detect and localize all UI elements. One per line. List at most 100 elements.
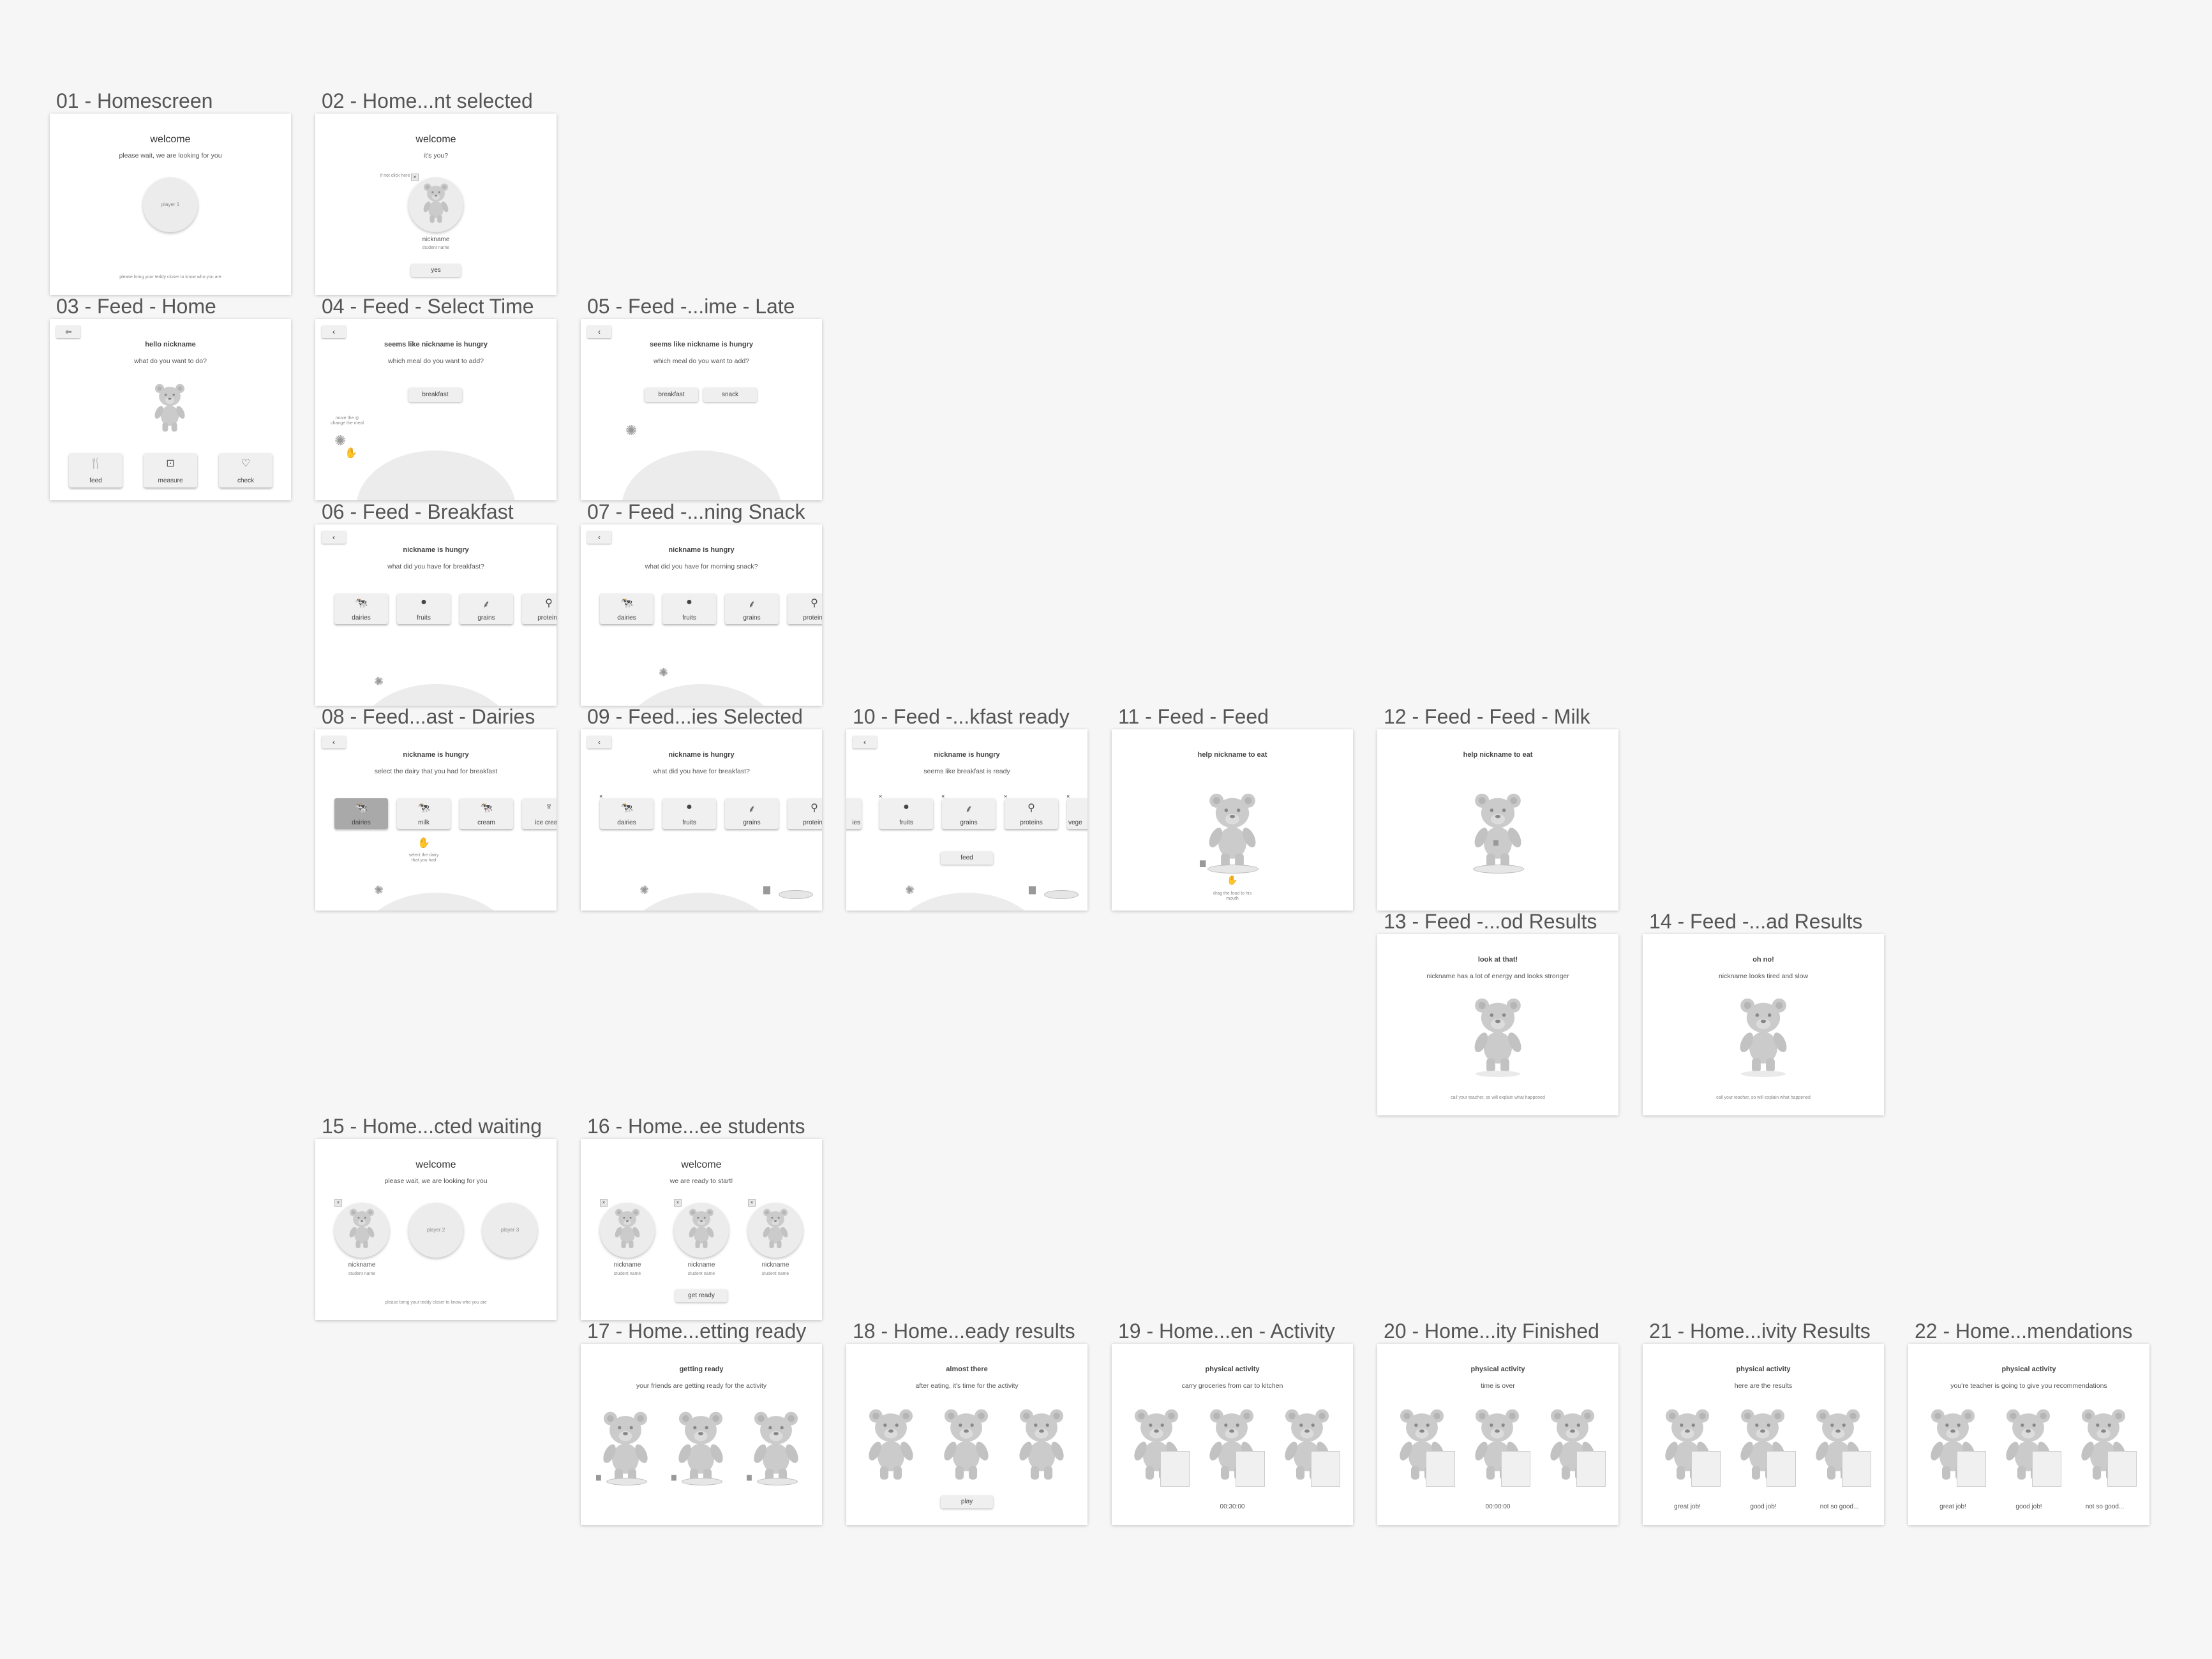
snack-button[interactable]: snack [703,388,757,402]
close-icon[interactable]: × [879,793,883,800]
artboard-12-feed-feed-milk[interactable]: 12 - Feed - Feed - Milk help nickname to… [1377,705,1618,911]
close-icon[interactable]: × [674,1199,682,1207]
artboard-11-feed-feed[interactable]: 11 - Feed - Feed help nickname to eat ▆ … [1112,705,1353,911]
artboard-04-feed-select-time[interactable]: 04 - Feed - Select Time ‹ seems like nic… [315,295,557,500]
category-dairies[interactable]: ×🐄dairies [599,793,654,829]
artboard-13-feed-good-results[interactable]: 13 - Feed -...od Results look at that! n… [1377,910,1618,1115]
sun-icon[interactable]: ✺ [374,884,384,896]
back-button[interactable]: ‹ [322,325,346,338]
bear-icon [687,1209,715,1249]
artboard-title: 05 - Feed -...ime - Late [587,295,795,318]
category-dairies-selected[interactable]: 🐄dairies [334,798,388,829]
artboard-17-home-getting-ready[interactable]: 17 - Home...etting ready getting ready y… [581,1320,822,1525]
artboard-03-feed-home[interactable]: 03 - Feed - Home ⇦ hello nickname what d… [50,295,291,500]
screen-subheading: what did you have for breakfast? [653,768,750,775]
select-hint: select the dairy that you had [408,853,439,863]
back-button[interactable]: ‹ [322,531,346,544]
category-grains[interactable]: ×⸙grains [941,793,996,829]
artboard-14-feed-bad-results[interactable]: 14 - Feed -...ad Results oh no! nickname… [1643,910,1884,1115]
artboard-05-feed-select-time-late[interactable]: 05 - Feed -...ime - Late ‹ seems like ni… [581,295,822,500]
screen-subheading: which meal do you want to add? [387,357,484,365]
artboard-10-feed-breakfast-ready[interactable]: 10 - Feed -...kfast ready ‹ nickname is … [846,705,1087,911]
screen-heading: help nickname to eat [1197,751,1267,759]
artboard-07-feed-morning-snack[interactable]: 07 - Feed -...ning Snack ‹ nickname is h… [581,500,822,706]
category-dairies[interactable]: 🐄dairies [600,593,654,624]
category-grains[interactable]: ⸙grains [725,593,779,624]
back-button[interactable]: ‹ [587,736,611,748]
category-grains[interactable]: ⸙grains [725,798,779,829]
feed-button[interactable]: 🍴 feed [69,453,123,487]
measure-button[interactable]: ⊡ measure [144,453,197,487]
category-proteins[interactable]: ×⚲proteins [1004,793,1058,829]
artboard-title: 17 - Home...etting ready [587,1320,807,1343]
play-button[interactable]: play [941,1496,993,1508]
category-proteins[interactable]: ⚲proteins [788,798,822,829]
category-fruits[interactable]: ●fruits [662,798,716,829]
artboard-02-home-student-selected[interactable]: 02 - Home...nt selected welcome it's you… [315,89,557,295]
artboard-06-feed-breakfast[interactable]: 06 - Feed - Breakfast ‹ nickname is hung… [315,500,557,706]
artboard-16-home-three-students[interactable]: 16 - Home...ee students welcome we are r… [581,1115,822,1320]
category-proteins[interactable]: ⚲proteins [522,593,557,624]
artboard-19-home-activity[interactable]: 19 - Home...en - Activity physical activ… [1112,1320,1353,1525]
get-ready-button[interactable]: get ready [675,1290,728,1302]
artboard-09-feed-dairies-selected[interactable]: 09 - Feed...ies Selected ‹ nickname is h… [581,705,822,911]
cow-icon: 🐄 [480,803,493,814]
category-fruits[interactable]: ●fruits [662,593,716,624]
close-icon[interactable]: × [941,793,945,800]
hand-pointer-icon: ✋ [417,838,430,849]
artboard-22-home-recommendations[interactable]: 22 - Home...mendations physical activity… [1908,1320,2149,1525]
grocery-bag-icon [1767,1451,1796,1487]
category-dairies[interactable]: 🐄dairies [334,593,388,624]
artboard-title: 18 - Home...eady results [853,1320,1075,1343]
sun-icon[interactable]: ✺ [374,675,384,688]
artboard-01-homescreen[interactable]: 01 - Homescreen welcome please wait, we … [50,89,291,295]
artboard-20-home-activity-finished[interactable]: 20 - Home...ity Finished physical activi… [1377,1320,1618,1525]
category-fruits[interactable]: ×●fruits [879,793,933,829]
screen-subheading: nickname has a lot of energy and looks s… [1426,972,1569,980]
artboard-18-home-ready-results[interactable]: 18 - Home...eady results almost there af… [846,1320,1087,1525]
milk-cup-icon[interactable]: ▆ [1493,839,1498,846]
breakfast-button[interactable]: breakfast [645,388,698,402]
logout-button[interactable]: ⇦ [56,325,80,338]
close-icon[interactable]: × [1004,793,1008,800]
category-grains[interactable]: ⸙grains [460,593,513,624]
category-fruits[interactable]: ●fruits [397,593,451,624]
dairy-ice-cream[interactable]: ♆ice cream [522,798,557,829]
close-icon[interactable]: × [748,1199,756,1207]
close-icon[interactable]: × [599,793,603,800]
category-vegetables[interactable]: ×⌁vege [1066,793,1087,829]
sun-icon[interactable]: ✺ [334,433,347,449]
dairy-milk[interactable]: 🐄milk [397,798,451,829]
close-icon[interactable]: × [1066,793,1070,800]
category-dairies[interactable]: 🐄ies [846,798,862,829]
close-icon[interactable]: × [334,1199,342,1207]
check-button[interactable]: ♡ check [219,453,273,487]
artboard-title: 03 - Feed - Home [56,295,216,318]
artboard-title: 01 - Homescreen [56,89,213,112]
yes-button[interactable]: yes [411,264,461,277]
close-icon[interactable]: × [411,174,419,181]
back-button[interactable]: ‹ [587,531,611,544]
sun-icon[interactable]: ✺ [659,666,669,679]
category-label: ice cream [535,819,557,826]
screen-subheading: please wait, we are looking for you [384,1177,488,1185]
breakfast-button[interactable]: breakfast [408,388,462,402]
back-button[interactable]: ‹ [853,736,877,748]
artboard-21-home-activity-results[interactable]: 21 - Home...ivity Results physical activ… [1643,1320,1884,1525]
close-icon[interactable]: × [600,1199,608,1207]
feed-button[interactable]: feed [941,852,993,865]
dairy-cream[interactable]: 🐄cream [460,798,513,829]
feed-label: feed [89,477,102,484]
category-proteins[interactable]: ⚲proteins [788,593,822,624]
back-button[interactable]: ‹ [322,736,346,748]
sun-icon[interactable]: ✺ [639,884,650,896]
back-button[interactable]: ‹ [587,325,611,338]
artboard-08-feed-breakfast-dairies[interactable]: 08 - Feed...ast - Dairies ‹ nickname is … [315,705,557,911]
sun-icon[interactable]: ✺ [905,884,915,896]
category-label: grains [960,819,978,826]
screen-frame: getting ready your friends are getting r… [581,1344,822,1525]
artboard-15-home-selected-waiting[interactable]: 15 - Home...cted waiting welcome please … [315,1115,557,1320]
category-label: fruits [682,819,696,826]
sun-icon[interactable]: ✺ [625,422,638,438]
artboard-title: 16 - Home...ee students [587,1115,805,1138]
